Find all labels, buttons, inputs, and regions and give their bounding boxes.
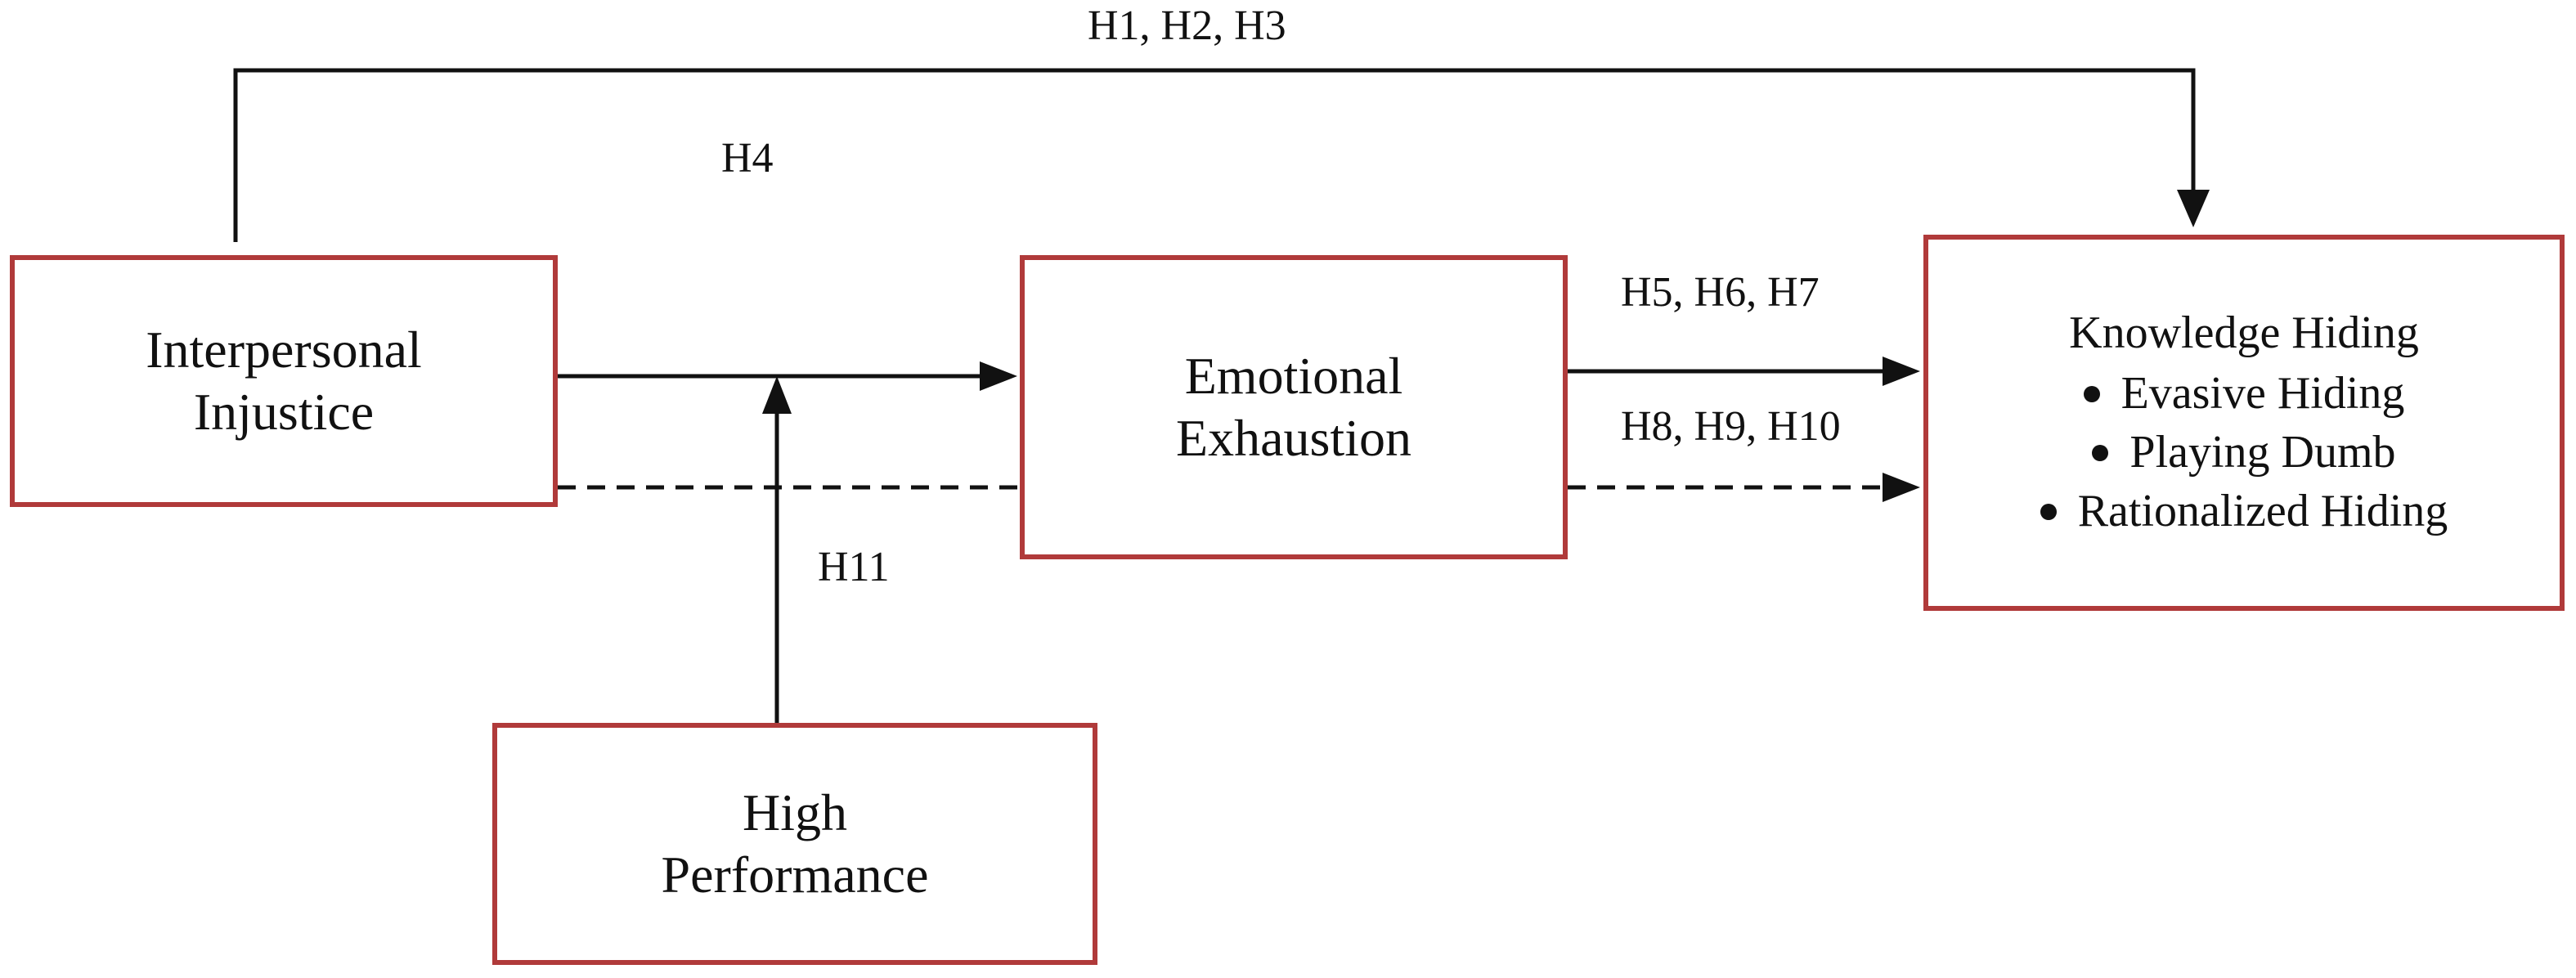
moderator-arrowhead (762, 376, 792, 414)
high-performance-box: High Performance (492, 723, 1097, 965)
exhaustion-to-hiding-arrowhead (1883, 357, 1920, 386)
bullet-icon (2040, 503, 2057, 520)
knowledge-hiding-title: Knowledge Hiding (2069, 307, 2419, 359)
emotional-exhaustion-line-1: Emotional (1184, 347, 1403, 406)
bullet-icon (2092, 444, 2109, 461)
hypothesis-label-moderation: H11 (818, 544, 890, 590)
interpersonal-injustice-box: Interpersonal Injustice (10, 255, 558, 507)
high-performance-line-2: Performance (661, 846, 929, 904)
knowledge-hiding-item-label: Evasive Hiding (2120, 368, 2405, 419)
hypothesis-label-direct-path: H1, H2, H3 (1088, 2, 1286, 49)
hypothesis-label-mediation: H4 (721, 135, 774, 182)
interpersonal-injustice-line-1: Interpersonal (146, 321, 422, 379)
list-item: Evasive Hiding (2040, 365, 2448, 424)
direct-path-arrow (233, 68, 2196, 242)
list-item: Rationalized Hiding (2040, 482, 2448, 541)
injustice-to-hiding-dashed-arrowhead (1883, 473, 1920, 502)
emotional-exhaustion-line-2: Exhaustion (1176, 409, 1411, 467)
interpersonal-injustice-line-2: Injustice (193, 383, 375, 441)
list-item: Playing Dumb (2040, 424, 2448, 482)
knowledge-hiding-item-label: Rationalized Hiding (2077, 485, 2448, 536)
hypothesis-label-indirect-path: H8, H9, H10 (1621, 403, 1841, 450)
knowledge-hiding-item-label: Playing Dumb (2129, 427, 2396, 478)
bullet-icon (2083, 386, 2100, 403)
injustice-to-exhaustion-arrowhead (980, 361, 1017, 391)
hypothesis-label-exhaustion-to-hiding: H5, H6, H7 (1621, 269, 1820, 316)
knowledge-hiding-list: Evasive Hiding Playing Dumb Rationalized… (2040, 365, 2448, 541)
high-performance-line-1: High (743, 783, 847, 842)
direct-path-arrowhead (2177, 190, 2210, 227)
knowledge-hiding-box: Knowledge Hiding Evasive Hiding Playing … (1923, 235, 2565, 611)
emotional-exhaustion-box: Emotional Exhaustion (1020, 255, 1568, 559)
